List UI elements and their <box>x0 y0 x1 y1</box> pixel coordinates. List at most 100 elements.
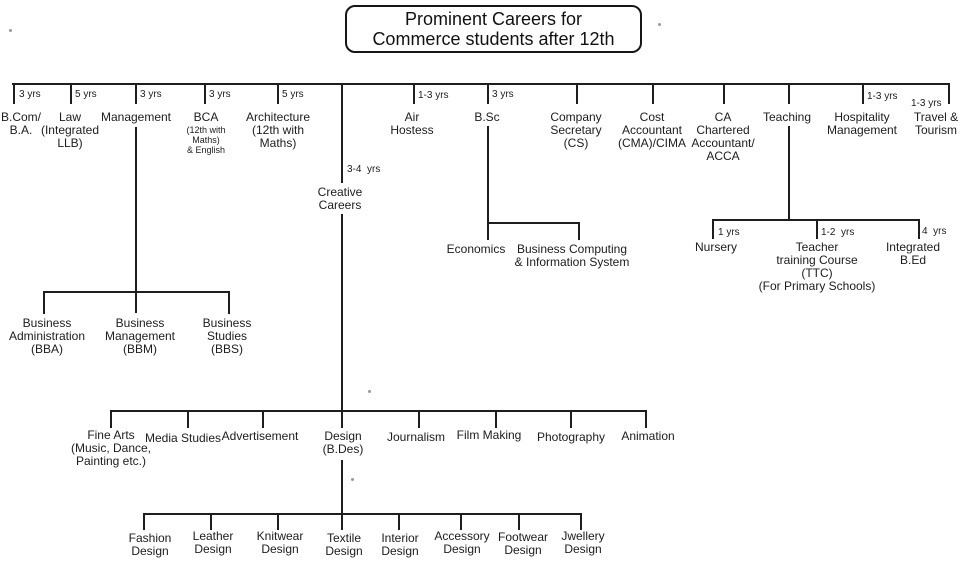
node-jwellery-design: Jwellery Design <box>561 529 605 556</box>
connector-line <box>487 126 489 240</box>
duration-bcom: 3 yrs <box>19 89 41 100</box>
node-bsc: B.Sc <box>474 110 500 124</box>
connector-line <box>277 513 279 530</box>
connector-line <box>487 83 489 104</box>
node-accessory-design: Accessory Design <box>434 529 490 556</box>
connector-line <box>816 219 818 239</box>
duration-architecture: 5 yrs <box>282 89 304 100</box>
connector-line <box>341 460 343 530</box>
connector-line <box>13 83 15 104</box>
node-footwear-design: Footwear Design <box>497 530 549 557</box>
connector-line <box>341 83 343 183</box>
node-film-making: Film Making <box>456 428 522 442</box>
connector-line <box>43 291 45 314</box>
node-knitwear-design: Knitwear Design <box>256 529 304 556</box>
connector-line <box>228 291 230 314</box>
node-management: Management <box>100 110 172 124</box>
scan-artifact-dot <box>9 29 12 32</box>
connector-line <box>580 513 582 530</box>
node-nursery: Nursery <box>694 240 738 254</box>
connector-line <box>645 410 647 428</box>
connector-line <box>110 410 647 412</box>
node-cost-accountant: Cost Accountant (CMA)/CIMA <box>618 110 686 150</box>
node-bbm: Business Management (BBM) <box>104 316 176 356</box>
node-fashion-design: Fashion Design <box>128 531 172 558</box>
node-bca-sub: (12th with Maths) & English <box>186 125 226 155</box>
connector-line <box>135 83 137 104</box>
node-interior-design: Interior Design <box>381 531 419 558</box>
duration-travel: 1-3 yrs <box>911 98 942 109</box>
node-air-hostess: Air Hostess <box>390 110 434 137</box>
connector-line <box>712 219 714 239</box>
node-advertisement: Advertisement <box>221 429 299 443</box>
node-teaching: Teaching <box>762 110 812 124</box>
connector-line <box>135 127 137 313</box>
connector-line <box>723 83 725 104</box>
scan-artifact-dot <box>658 23 661 26</box>
title-box: Prominent Careers for Commerce students … <box>345 5 642 53</box>
node-bcis: Business Computing & Information System <box>514 242 630 269</box>
node-leather-design: Leather Design <box>192 529 234 556</box>
duration-management: 3 yrs <box>140 89 162 100</box>
duration-creative: 3-4 yrs <box>347 164 381 175</box>
connector-line <box>576 83 578 104</box>
connector-line <box>143 513 145 530</box>
node-hospitality: Hospitality Management <box>826 110 898 137</box>
connector-line <box>518 513 520 530</box>
duration-air-hostess: 1-3 yrs <box>418 90 449 101</box>
scan-artifact-dot <box>368 390 371 393</box>
connector-line <box>277 83 279 104</box>
node-bba: Business Administration (BBA) <box>8 316 86 356</box>
node-ca: CA Chartered Accountant/ ACCA <box>691 110 755 163</box>
connector-line <box>495 410 497 428</box>
node-architecture: Architecture (12th with Maths) <box>245 110 311 150</box>
connector-line <box>110 410 112 428</box>
node-company-secretary: Company Secretary (CS) <box>550 110 602 150</box>
connector-line <box>578 222 580 240</box>
node-travel: Travel & Tourism <box>913 110 959 137</box>
node-bcom: B.Com/ B.A. <box>0 110 42 137</box>
connector-line <box>341 214 343 428</box>
connector-line <box>204 83 206 104</box>
duration-bca: 3 yrs <box>209 89 231 100</box>
node-journalism: Journalism <box>386 430 446 444</box>
duration-bsc: 3 yrs <box>492 89 514 100</box>
connector-line <box>948 83 950 104</box>
node-creative: Creative Careers <box>317 185 363 212</box>
scan-artifact-dot <box>351 478 354 481</box>
connector-line <box>862 83 864 104</box>
connector-line <box>460 513 462 530</box>
connector-line <box>570 410 572 428</box>
connector-line <box>398 513 400 530</box>
connector-line <box>210 513 212 530</box>
duration-law: 5 yrs <box>75 89 97 100</box>
connector-line <box>418 410 420 428</box>
node-photography: Photography <box>536 430 606 444</box>
connector-line <box>262 410 264 428</box>
connector-line <box>918 219 920 239</box>
node-textile-design: Textile Design <box>325 531 363 558</box>
connector-line <box>12 83 950 85</box>
duration-nursery: 1 yrs <box>718 227 740 238</box>
duration-integrated-bed: 4 yrs <box>922 226 947 237</box>
connector-line <box>788 83 790 104</box>
node-media-studies: Media Studies <box>144 431 222 445</box>
node-bca: BCA <box>193 110 219 124</box>
node-animation: Animation <box>621 429 675 443</box>
node-ttc: Teacher training Course (TTC) (For Prima… <box>758 240 876 293</box>
node-economics: Economics <box>446 242 506 256</box>
node-integrated-bed: Integrated B.Ed <box>885 240 941 267</box>
node-bbs: Business Studies (BBS) <box>202 316 252 356</box>
node-fine-arts: Fine Arts (Music, Dance, Painting etc.) <box>70 428 152 468</box>
duration-ttc: 1-2 yrs <box>821 227 855 238</box>
connector-line <box>70 83 72 104</box>
connector-line <box>143 513 582 515</box>
connector-line <box>187 410 189 428</box>
node-design: Design (B.Des) <box>322 429 364 456</box>
chart-title: Prominent Careers for Commerce students … <box>372 9 615 49</box>
node-law: Law (Integrated LLB) <box>40 110 100 150</box>
duration-hospitality: 1-3 yrs <box>867 91 898 102</box>
connector-line <box>413 83 415 104</box>
connector-line <box>652 83 654 104</box>
